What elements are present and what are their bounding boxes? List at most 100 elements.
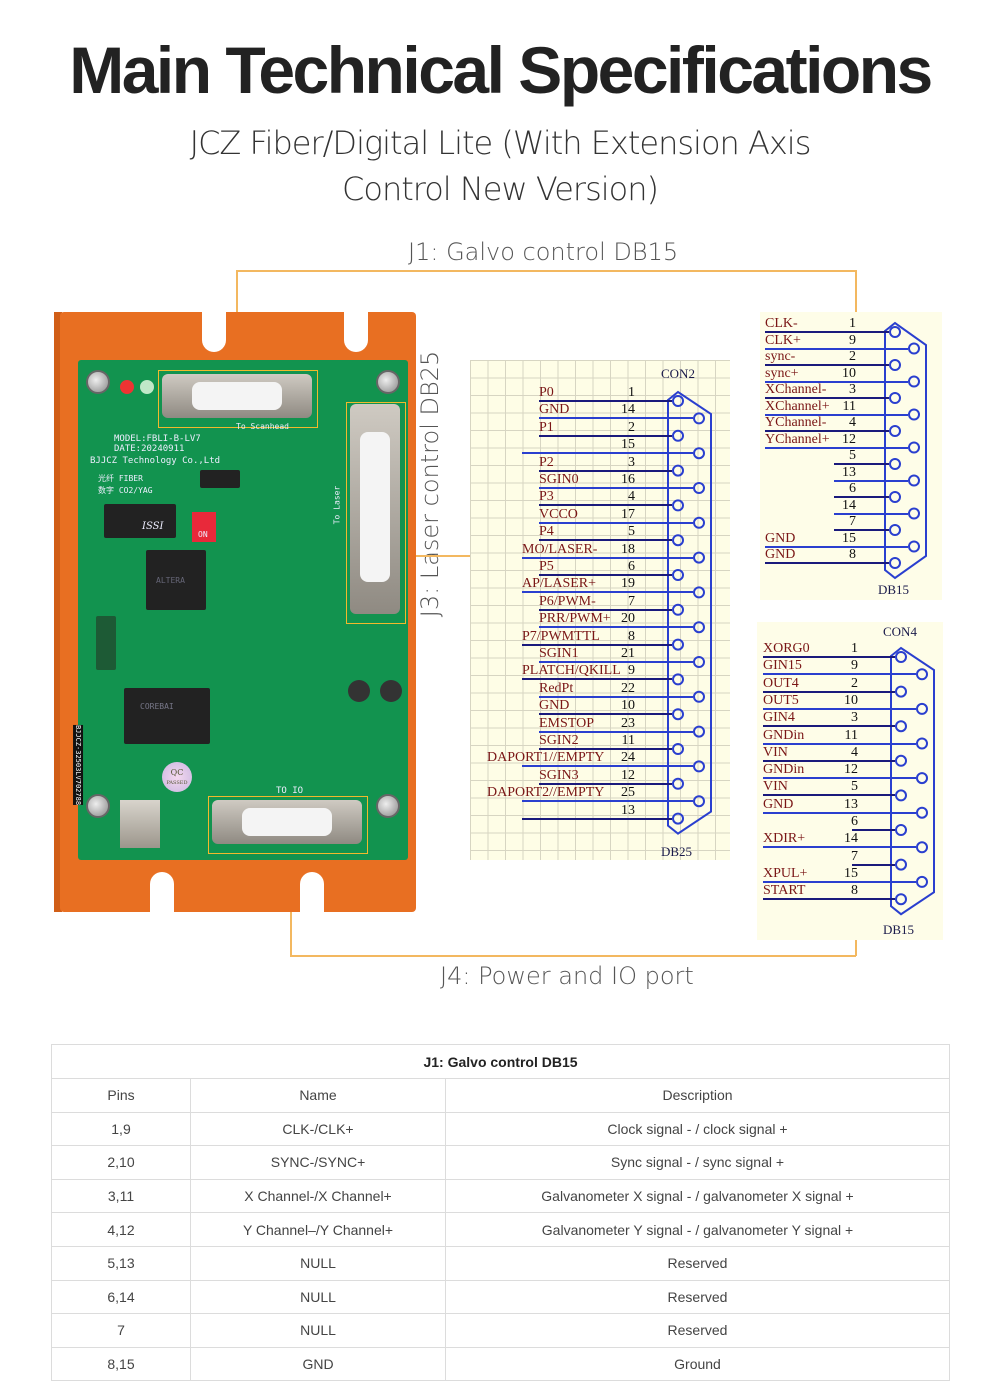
cell-pins: 6,14 xyxy=(51,1279,191,1315)
cell-pins: 1,9 xyxy=(51,1111,191,1147)
pin-number: 12 xyxy=(842,431,856,447)
pin-number: 9 xyxy=(849,332,856,348)
cell-description: Reserved xyxy=(445,1313,950,1348)
pin-wire xyxy=(763,777,916,780)
callout-j3-label: J3: Laser control DB25 xyxy=(416,350,444,618)
pin-wire xyxy=(763,707,916,710)
j1-db15-connector xyxy=(162,374,312,418)
pin-signal-name: XPUL+ xyxy=(763,865,808,881)
model-label: MODEL:FBLI-B-LV7 xyxy=(114,434,201,444)
pin-wire xyxy=(765,562,889,564)
cell-pins: 2,10 xyxy=(51,1145,191,1180)
pin-signal-name: GND xyxy=(763,796,794,812)
pin-signal-name: P2 xyxy=(539,454,554,470)
pin-signal-name: DAPORT2//EMPTY xyxy=(487,785,605,801)
cell-pins: 8,15 xyxy=(51,1346,191,1382)
pin-wire xyxy=(763,794,895,797)
connector-outline xyxy=(667,390,712,835)
logic-chip xyxy=(200,470,240,488)
pin-wire xyxy=(539,521,693,524)
pin-signal-name: P0 xyxy=(539,385,554,400)
pin-contact xyxy=(693,412,705,425)
pin-signal-name: OUT5 xyxy=(763,692,799,708)
db25-connector-shell xyxy=(667,390,712,835)
led-red xyxy=(120,380,134,394)
mount-notch xyxy=(344,312,368,352)
pin-signal-name: RedPt xyxy=(539,680,574,696)
pin-wire xyxy=(539,469,672,472)
pin-wire xyxy=(539,417,693,420)
pin-wire xyxy=(539,608,672,611)
leader-line-j1-right xyxy=(855,270,857,316)
pin-contact xyxy=(672,395,684,407)
barcode-label: BJJCZ-32503LV702788 xyxy=(73,724,84,806)
to-scanhead-label: To Scanhead xyxy=(236,422,289,431)
pin-wire xyxy=(539,661,693,663)
leader-line-j4-horizontal xyxy=(290,955,856,957)
led-green xyxy=(140,380,154,394)
pin-signal-name: P3 xyxy=(539,489,554,505)
pin-number: 9 xyxy=(628,663,635,679)
pin-number: 8 xyxy=(849,547,856,562)
cell-name: CLK-/CLK+ xyxy=(190,1111,446,1147)
case-side-edge xyxy=(54,312,62,912)
cell-description: Galvanometer X signal - / galvanometer X… xyxy=(445,1178,950,1214)
capacitor xyxy=(380,680,402,702)
pin-contact xyxy=(693,516,705,529)
pin-number: 13 xyxy=(842,464,856,480)
column-header-description: Description xyxy=(445,1078,950,1113)
memory-chip: ISSI xyxy=(104,504,176,538)
pin-wire xyxy=(765,446,908,449)
pin-wire xyxy=(763,742,916,745)
pin-wire xyxy=(522,678,672,681)
pin-contact xyxy=(916,737,928,750)
pin-signal-name: GNDin xyxy=(763,762,805,778)
pin-wire xyxy=(765,413,908,416)
cell-name: NULL xyxy=(190,1245,446,1281)
pin-signal-name: GND xyxy=(765,530,796,546)
pin-signal-name: GIN4 xyxy=(763,710,795,726)
pin-number: 3 xyxy=(851,710,858,726)
pin-wire xyxy=(539,487,693,489)
pin-wire xyxy=(763,656,895,658)
cell-name: NULL xyxy=(190,1313,446,1348)
connector-outline xyxy=(884,321,927,580)
pin-contact xyxy=(916,806,928,819)
db15-j4-type-label: DB15 xyxy=(883,922,915,937)
pin-number: 2 xyxy=(851,675,858,691)
pin-contact xyxy=(693,795,705,808)
db15-j4-connector-shell xyxy=(890,646,935,916)
cell-name: GND xyxy=(190,1346,446,1382)
pin-number: 9 xyxy=(851,658,858,674)
pin-signal-name: sync- xyxy=(765,349,796,364)
pin-contact xyxy=(895,651,907,663)
pin-wire xyxy=(765,380,908,383)
pin-signal-name: CLK+ xyxy=(765,332,801,348)
pcb: To Scanhead To Laser MODEL:FBLI-B-LV7 DA… xyxy=(73,360,408,860)
pin-signal-name: DAPORT1//EMPTY xyxy=(487,750,605,766)
pin-signal-name: P5 xyxy=(539,559,554,574)
column-header-pins: Pins xyxy=(51,1078,191,1113)
pin-contact xyxy=(908,342,920,355)
pin-contact xyxy=(672,743,684,755)
pin-number: 14 xyxy=(842,497,856,513)
j3-db25-connector xyxy=(350,404,400,614)
pin-contact xyxy=(916,875,928,888)
pin-wire xyxy=(522,643,672,646)
callout-j4-label: J4: Power and IO port xyxy=(440,962,694,990)
pin-wire xyxy=(852,863,895,866)
pin-number: 21 xyxy=(621,646,635,661)
screw-icon xyxy=(376,370,400,394)
subtitle-line-2: Control New Version) xyxy=(342,170,659,208)
pin-number: 6 xyxy=(851,814,858,829)
pin-number: 5 xyxy=(628,524,635,540)
pin-wire xyxy=(539,695,693,698)
pin-number: 12 xyxy=(844,762,858,778)
pin-contact xyxy=(889,326,901,338)
pin-number: 19 xyxy=(621,576,635,592)
pin-wire xyxy=(522,765,693,768)
pin-wire xyxy=(522,817,672,820)
